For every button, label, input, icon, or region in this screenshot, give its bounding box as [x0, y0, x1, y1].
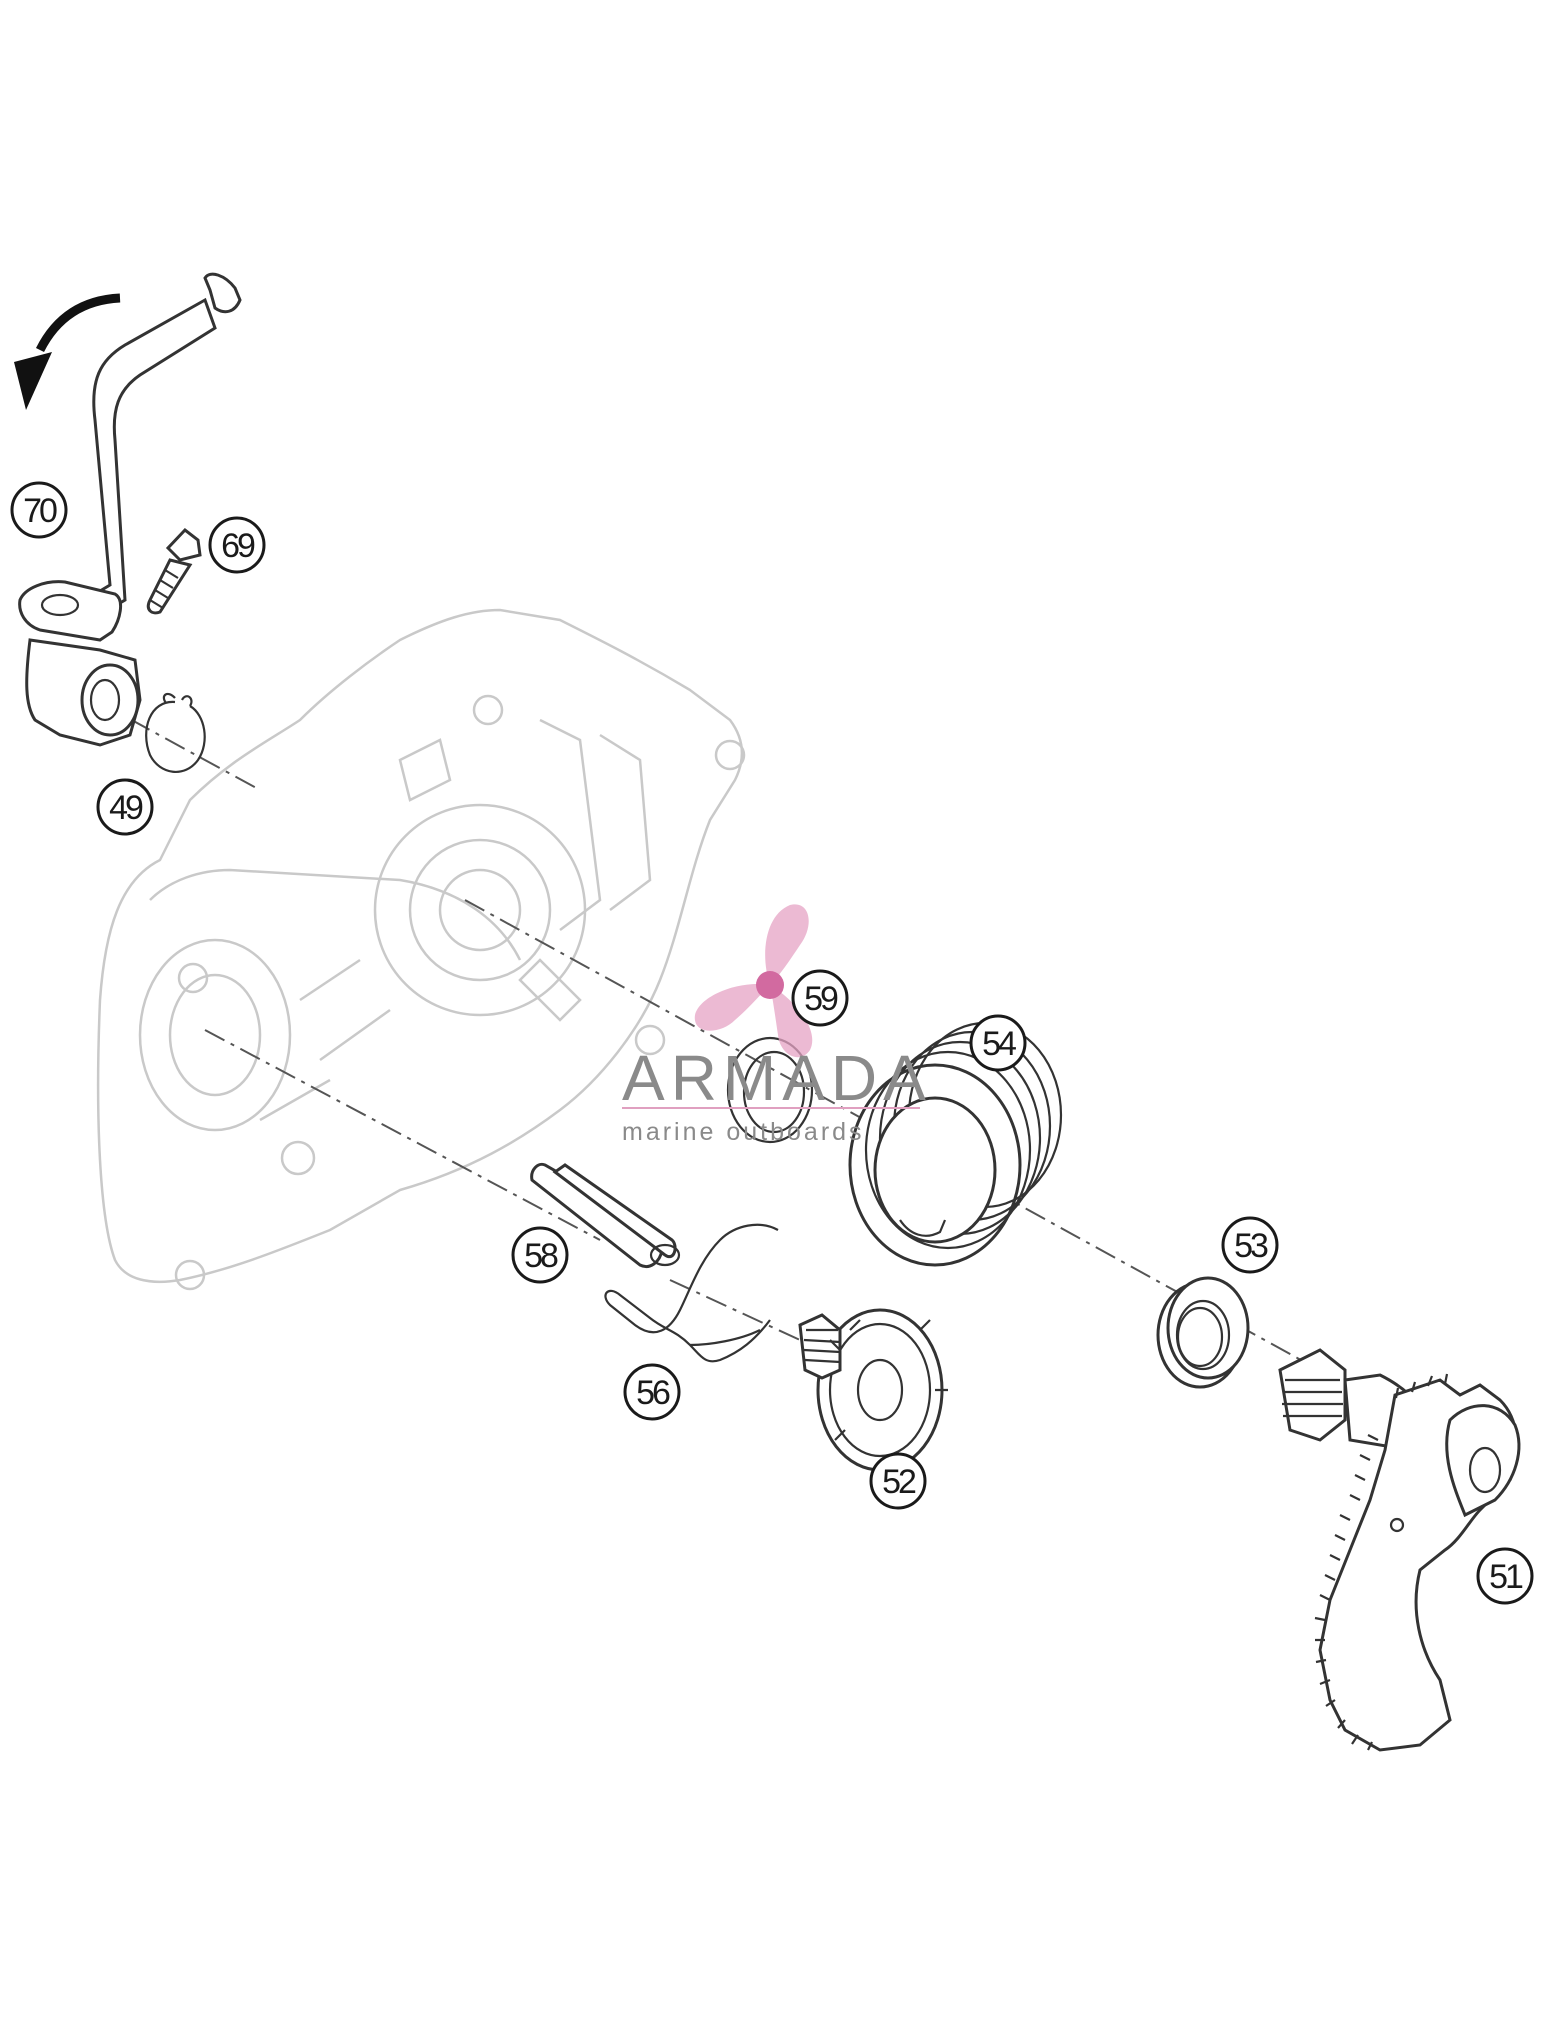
callout-56-label: 56: [636, 1374, 670, 1412]
callout-52-label: 52: [882, 1463, 916, 1501]
callout-51-label: 51: [1489, 1558, 1523, 1596]
callout-54-label: 54: [982, 1025, 1016, 1063]
oil-seal-part: [1156, 1276, 1250, 1389]
callout-53: 53: [1221, 1216, 1279, 1274]
watermark-brand: ARMADA: [622, 1042, 932, 1114]
pin-part: [530, 1162, 681, 1268]
callout-54: 54: [969, 1014, 1027, 1072]
propeller-logo: [694, 904, 813, 1058]
armada-watermark: ARMADA marine outboards: [622, 904, 932, 1146]
callout-70: 70: [10, 481, 68, 539]
callout-70-label: 70: [23, 492, 57, 530]
kick-start-lever-part: [18, 272, 242, 747]
callout-58-label: 58: [524, 1237, 558, 1275]
callout-51: 51: [1476, 1547, 1534, 1605]
callout-69-label: 69: [221, 527, 255, 565]
callout-69: 69: [208, 516, 266, 574]
callout-59-label: 59: [804, 980, 838, 1018]
callout-56: 56: [623, 1363, 681, 1421]
wire-clip-part: [604, 1223, 779, 1363]
kick-spring-part: [848, 1021, 1063, 1267]
bolt-part: [146, 527, 202, 615]
callout-58: 58: [511, 1226, 569, 1284]
kick-pinion-gear-part: [798, 1308, 948, 1472]
callout-49: 49: [96, 778, 154, 836]
engine-cover-outline: [96, 608, 746, 1291]
kick-shaft-sector-gear-part: [1278, 1348, 1521, 1752]
callout-49-label: 49: [109, 789, 143, 827]
callout-59: 59: [791, 969, 849, 1027]
rotation-direction-arrow: [14, 293, 121, 410]
washer-part: [726, 1036, 814, 1144]
callout-53-label: 53: [1234, 1227, 1268, 1265]
watermark-tagline: marine outboards: [622, 1118, 865, 1146]
callout-52: 52: [869, 1452, 927, 1510]
circlip-part: [145, 692, 206, 774]
